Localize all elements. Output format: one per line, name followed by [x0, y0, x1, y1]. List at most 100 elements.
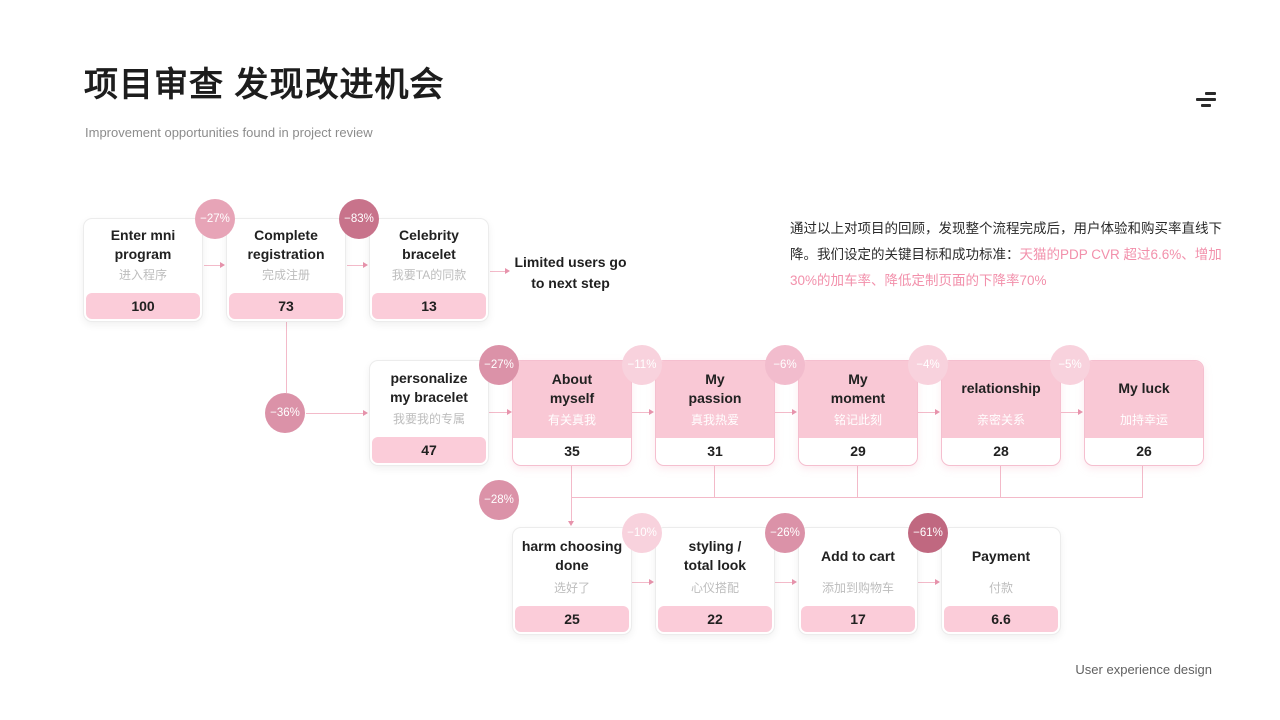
node-title: Payment: [971, 547, 1031, 564]
node-personalize-bracelet: personalize my bracelet 我要我的专属 47: [369, 360, 489, 466]
node-title: personalize my bracelet: [390, 370, 468, 405]
menu-bars-icon: [1196, 92, 1216, 110]
node-value: 73: [229, 293, 343, 319]
node-value: 47: [372, 437, 486, 463]
node-value: 22: [658, 606, 772, 632]
node-value: 6.6: [944, 606, 1058, 632]
node-relationship: relationship 亲密关系 28: [941, 360, 1061, 466]
node-title: My moment: [830, 370, 886, 406]
node-title: My luck: [1118, 380, 1170, 396]
node-title: styling / total look: [683, 538, 747, 573]
drop-rate-badge: −36%: [265, 393, 305, 433]
node-title: My passion: [688, 370, 742, 406]
arrow-right-icon: [792, 578, 797, 585]
arrow-right-icon: [792, 408, 797, 415]
drop-rate-badge: −61%: [908, 513, 948, 553]
node-complete-registration: Complete registration 完成注册 73: [226, 218, 346, 322]
node-subtitle: 付款: [988, 581, 1013, 595]
node-value: 17: [801, 606, 915, 632]
node-subtitle: 完成注册: [261, 268, 310, 282]
node-subtitle: 进入程序: [118, 268, 167, 282]
node-value: 100: [86, 293, 200, 319]
connector: [571, 497, 1143, 498]
drop-rate-badge: −26%: [765, 513, 805, 553]
node-value: 26: [1086, 438, 1202, 464]
node-my-passion: My passion 真我热爱 31: [655, 360, 775, 466]
node-my-luck: My luck 加持幸运 26: [1084, 360, 1204, 466]
node-celebrity-bracelet: Celebrity bracelet 我要TA的同款 13: [369, 218, 489, 322]
connector: [714, 466, 715, 497]
connector: [571, 497, 572, 522]
node-charm-choosing-done: harm choosing done 选好了 25: [512, 527, 632, 635]
node-subtitle: 选好了: [553, 581, 590, 595]
node-subtitle: 添加到购物车: [821, 581, 894, 595]
arrow-right-icon: [505, 267, 510, 274]
node-enter-mini-program: Enter mni program 进入程序 100: [83, 218, 203, 322]
drop-rate-badge: −5%: [1050, 345, 1090, 385]
node-styling-total-look: styling / total look 心仪搭配 22: [655, 527, 775, 635]
node-title: About myself: [549, 370, 595, 406]
node-title: relationship: [961, 380, 1041, 396]
node-subtitle: 心仪搭配: [690, 581, 739, 595]
connector: [857, 466, 858, 497]
arrow-down-icon: [568, 521, 574, 526]
node-title: Celebrity bracelet: [399, 227, 459, 262]
node-subtitle: 我要我的专属: [392, 412, 465, 426]
node-subtitle: 我要TA的同款: [391, 268, 467, 282]
node-value: 35: [514, 438, 630, 464]
drop-rate-badge: −27%: [195, 199, 235, 239]
connector: [631, 582, 650, 583]
connector: [631, 412, 650, 413]
drop-rate-badge: −4%: [908, 345, 948, 385]
node-subtitle: 真我热爱: [690, 413, 739, 427]
drop-rate-badge: −10%: [622, 513, 662, 553]
connector: [1060, 412, 1079, 413]
node-payment: Payment 付款 6.6: [941, 527, 1061, 635]
node-value: 29: [800, 438, 916, 464]
review-note-highlight: 天猫的PDP CVR 超过6.6%、增加30%的加车率、降低定制页面的下降率70…: [790, 247, 1222, 288]
connector: [571, 466, 572, 497]
credit-text: User experience design: [1075, 662, 1212, 677]
arrow-right-icon: [935, 578, 940, 585]
connector: [917, 412, 936, 413]
page-subtitle: Improvement opportunities found in proje…: [85, 125, 373, 140]
node-title: Complete registration: [247, 227, 325, 262]
drop-rate-badge: −83%: [339, 199, 379, 239]
node-title: harm choosing done: [521, 538, 623, 573]
connector: [917, 582, 936, 583]
arrow-right-icon: [363, 409, 368, 416]
drop-rate-badge: −27%: [479, 345, 519, 385]
node-subtitle: 亲密关系: [976, 413, 1025, 427]
node-title: Add to cart: [821, 547, 895, 564]
node-subtitle: 铭记此刻: [833, 413, 882, 427]
connector: [347, 265, 364, 266]
connector: [286, 322, 287, 393]
connector: [1000, 466, 1001, 497]
arrow-right-icon: [649, 408, 654, 415]
node-my-moment: My moment 铭记此刻 29: [798, 360, 918, 466]
connector: [489, 412, 508, 413]
connector: [774, 412, 793, 413]
node-subtitle: 加持幸运: [1119, 413, 1168, 427]
drop-rate-badge: −28%: [479, 480, 519, 520]
limited-users-annotation: Limited users go to next step: [514, 254, 627, 291]
connector: [306, 413, 364, 414]
connector: [774, 582, 793, 583]
connector: [204, 265, 221, 266]
node-value: 25: [515, 606, 629, 632]
arrow-right-icon: [363, 261, 368, 268]
review-note: 通过以上对项目的回顾，发现整个流程完成后，用户体验和购买率直线下降。我们设定的关…: [790, 216, 1222, 294]
arrow-right-icon: [649, 578, 654, 585]
drop-rate-badge: −6%: [765, 345, 805, 385]
node-title: Enter mni program: [110, 227, 176, 262]
arrow-right-icon: [220, 261, 225, 268]
node-value: 28: [943, 438, 1059, 464]
node-about-myself: About myself 有关真我 35: [512, 360, 632, 466]
node-value: 31: [657, 438, 773, 464]
node-subtitle: 有关真我: [547, 413, 596, 427]
page-title: 项目审查 发现改进机会: [84, 66, 445, 104]
arrow-right-icon: [507, 408, 512, 415]
connector: [1142, 466, 1143, 497]
node-add-to-cart: Add to cart 添加到购物车 17: [798, 527, 918, 635]
